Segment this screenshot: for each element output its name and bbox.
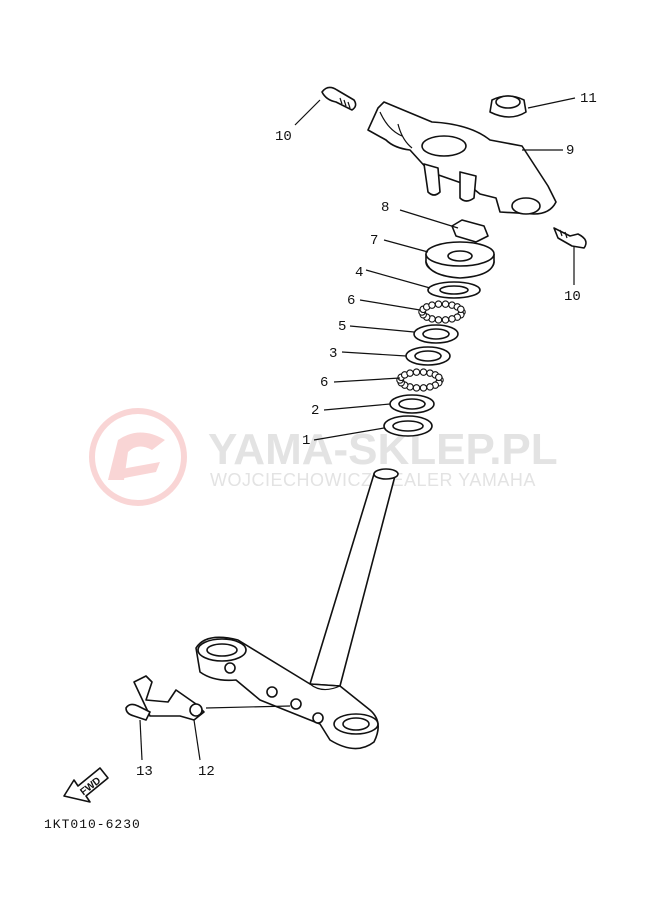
bearing-ball [406,369,414,377]
part-13-bolt [125,703,151,761]
callout-label: 13 [136,764,153,780]
watermark-logo [89,408,187,506]
callout-label: 6 [320,375,328,391]
callout-label: 4 [355,265,363,281]
part-4-bearing-race [365,269,481,299]
watermark-title: YAMA-SKLEP.PL [208,425,558,474]
callout-label: 3 [329,346,337,362]
part-12-bracket [133,675,205,761]
forward-arrow-icon: FWD [63,767,109,803]
bearing-ball [448,315,456,323]
bearing-ball [441,300,450,308]
callout-label: 10 [275,129,292,145]
part-5-bearing-race [349,324,459,344]
callout-label: 7 [370,233,378,249]
callout-label: 8 [381,200,389,216]
callout-label: 12 [198,764,215,780]
bearing-ball [441,316,450,324]
bearing-ball [412,368,421,376]
callout-label: 9 [566,143,574,159]
part-8-lock-washer [399,209,489,243]
bearing-ball [428,301,436,309]
bearing-ball [426,383,434,391]
part-3-bearing-race [341,346,451,366]
part-2-bearing-race [323,394,435,414]
bearing-ball [419,368,428,376]
part-1-dust-seal [313,415,433,441]
diagram-code: 1KT010-6230 [44,817,141,832]
callout-label: 10 [564,289,581,305]
bearing-ball [412,384,421,392]
bearing-ball [457,305,465,314]
callout-label: 11 [580,91,597,107]
part-10-bolt-left [294,86,357,126]
part-7-cover [383,239,495,279]
part-6-ball-set-lower [396,368,444,392]
part-6-ball-set-upper [418,300,466,324]
callout-label: 5 [338,319,346,335]
watermark: YAMA-SKLEP.PL WOJCIECHOWICZ DEALER YAMAH… [89,408,558,506]
callout-label: 6 [347,293,355,309]
part-10-bolt-right [553,227,587,285]
callout-label: 2 [311,403,319,419]
callout-label: 1 [302,433,310,449]
bearing-ball [435,373,443,382]
bearing-ball [434,300,443,308]
bearing-ball [419,384,428,392]
part-11-nut [489,95,576,118]
bearing-ball [434,316,443,324]
part-9-upper-bracket [367,101,563,215]
steering-stem-lower-bracket [195,468,399,750]
